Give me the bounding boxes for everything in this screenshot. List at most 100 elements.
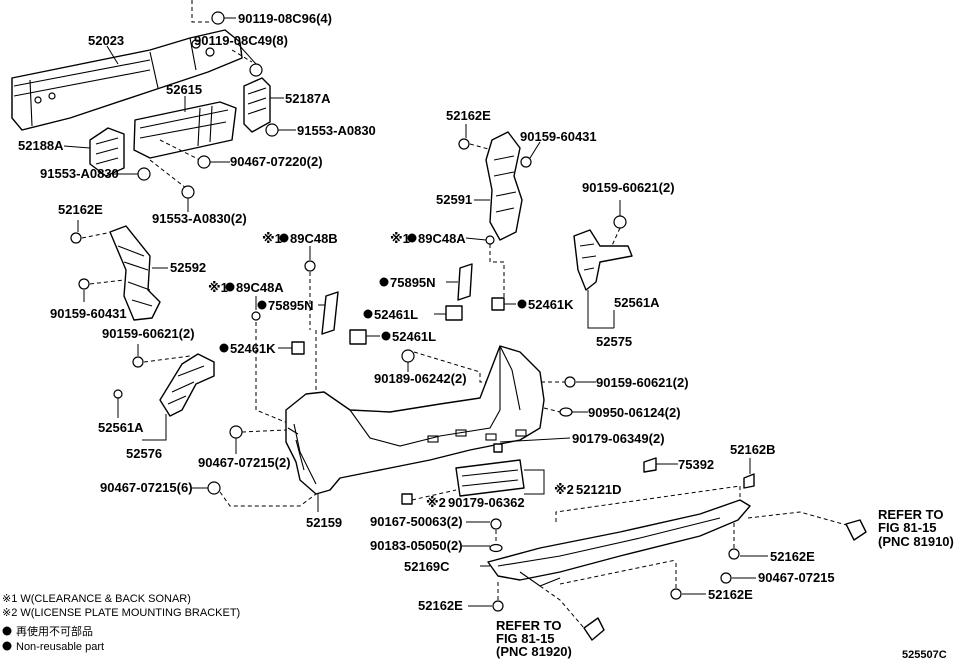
refer-right-line2: FIG 81-15 bbox=[878, 520, 937, 535]
label-90189-06242: 90189-06242(2) bbox=[374, 371, 467, 386]
nonreusable-dot-75895n-left bbox=[257, 300, 267, 310]
label-52461k-right: 52461K bbox=[528, 297, 574, 312]
label-90183-05050: 90183-05050(2) bbox=[370, 538, 463, 553]
label-91553-a0830-2: 91553-A0830(2) bbox=[152, 211, 247, 226]
rear-bumper-cover-52159 bbox=[285, 345, 545, 512]
label-90119-08c96: 90119-08C96(4) bbox=[238, 11, 332, 26]
label-90159-60621-left: 90159-60621(2) bbox=[102, 326, 195, 341]
rear-bumper-reinforcement-52023 bbox=[11, 29, 243, 131]
label-52187a: 52187A bbox=[285, 91, 331, 106]
nut-90189-06242 bbox=[401, 349, 570, 383]
nut-89c48a-top bbox=[465, 235, 505, 300]
label-52461k-left: 52461K bbox=[230, 341, 276, 356]
label-90467-07215-6: 90467-07215(6) bbox=[100, 480, 193, 495]
label-52162e-left: 52162E bbox=[58, 202, 103, 217]
bolt-90159-60431-top bbox=[520, 141, 541, 168]
energy-absorber-52615 bbox=[133, 96, 237, 159]
clip-52162e-low2 bbox=[670, 560, 706, 600]
legend-dot-en bbox=[2, 641, 12, 651]
label-52575: 52575 bbox=[596, 334, 632, 349]
legend: ※1 W(CLEARANCE & BACK SONAR) ※2 W(LICENS… bbox=[2, 593, 240, 653]
nut-89c48b bbox=[304, 246, 316, 330]
label-91553-a0830-right: 91553-A0830 bbox=[297, 123, 376, 138]
lower-bumper-cover-52169c bbox=[480, 485, 751, 587]
refer-right-line3: (PNC 81910) bbox=[878, 534, 954, 549]
nut-89c48a-left bbox=[251, 296, 291, 425]
label-52461l-mid: 52461L bbox=[392, 329, 436, 344]
bolt-90467-07215-6 bbox=[192, 481, 317, 507]
clip-52162e-low1 bbox=[728, 520, 768, 560]
label-91553-a0830-left: 91553-A0830 bbox=[40, 166, 119, 181]
bracket-52187a bbox=[243, 77, 284, 133]
label-52162e-low2: 52162E bbox=[708, 587, 753, 602]
bracket-52561a-left bbox=[142, 353, 215, 441]
label-52615: 52615 bbox=[166, 82, 202, 97]
label-90167-50063: 90167-50063(2) bbox=[370, 514, 463, 529]
label-90467-07215-2: 90467-07215(2) bbox=[198, 455, 291, 470]
bolt-90467-07215-single bbox=[720, 572, 756, 584]
label-90159-60621-right: 90159-60621(2) bbox=[582, 180, 675, 195]
label-52591: 52591 bbox=[436, 192, 472, 207]
label-52159: 52159 bbox=[306, 515, 342, 530]
note-mark-89c48a-left: ※1 bbox=[208, 280, 228, 295]
label-89c48a-top: 89C48A bbox=[418, 231, 466, 246]
label-52162e-top: 52162E bbox=[446, 108, 491, 123]
label-90159-60431-top: 90159-60431 bbox=[520, 129, 597, 144]
pad-75392 bbox=[643, 457, 678, 473]
pad-52461k-left bbox=[278, 341, 305, 355]
label-90159-60621-mid: 90159-60621(2) bbox=[596, 375, 689, 390]
reflector-bottom bbox=[539, 585, 605, 641]
license-plate-bracket-52121d bbox=[455, 459, 545, 497]
clip-52162b bbox=[743, 458, 755, 489]
bolt-90159-60621-right bbox=[609, 200, 627, 251]
label-90119-08c49: 90119-08C49(8) bbox=[194, 33, 288, 48]
nonreusable-dot-52461k-left bbox=[219, 343, 229, 353]
diagram-code: 525507C bbox=[902, 649, 947, 661]
legend-note1: ※1 W(CLEARANCE & BACK SONAR) bbox=[2, 593, 191, 605]
clip-52162e-left bbox=[70, 220, 113, 244]
label-52169c: 52169C bbox=[404, 559, 450, 574]
bracket-52561a-right bbox=[573, 229, 633, 329]
legend-nonreusable-en: Non-reusable part bbox=[16, 641, 104, 653]
label-52188a: 52188A bbox=[18, 138, 64, 153]
label-52121d: 52121D bbox=[576, 482, 622, 497]
refer-bottom-line2: FIG 81-15 bbox=[496, 631, 555, 646]
label-90950-06124: 90950-06124(2) bbox=[588, 405, 681, 420]
note-mark-89c48a-top: ※1 bbox=[390, 231, 410, 246]
nonreusable-dot-89c48a-top bbox=[407, 233, 417, 243]
bolt-91553-a0830-right bbox=[265, 123, 296, 137]
pad-52461l-top bbox=[434, 305, 463, 321]
pad-52461l-mid bbox=[349, 329, 380, 345]
bolt-90159-60621-mid bbox=[564, 376, 596, 388]
side-retainer-52592 bbox=[109, 225, 168, 321]
label-52576: 52576 bbox=[126, 446, 162, 461]
nonreusable-dot-52461k-right bbox=[517, 299, 527, 309]
bolt-91553-a0830-2 bbox=[149, 159, 195, 212]
label-89c48b: 89C48B bbox=[290, 231, 338, 246]
label-90467-07215-single: 90467-07215 bbox=[758, 570, 835, 585]
bolt-90467-07215-2 bbox=[229, 425, 287, 454]
label-52592: 52592 bbox=[170, 260, 206, 275]
bolt-90119-08c96 bbox=[191, 0, 236, 25]
label-52561a-left: 52561A bbox=[98, 420, 144, 435]
label-75895n-left: 75895N bbox=[268, 298, 314, 313]
nonreusable-dot-89c48b bbox=[279, 233, 289, 243]
label-90467-07220: 90467-07220(2) bbox=[230, 154, 323, 169]
legend-nonreusable-jp: 再使用不可部品 bbox=[16, 624, 93, 638]
refer-right-line1: REFER TO bbox=[878, 507, 944, 522]
reflector-right bbox=[747, 511, 867, 541]
label-52162e-low1: 52162E bbox=[770, 549, 815, 564]
label-75895n-right: 75895N bbox=[390, 275, 436, 290]
bolt-left-lower bbox=[113, 389, 123, 418]
screw-90179-06362 bbox=[401, 489, 457, 505]
label-90179-06349: 90179-06349(2) bbox=[572, 431, 665, 446]
label-52561a-right: 52561A bbox=[614, 295, 660, 310]
label-75392: 75392 bbox=[678, 457, 714, 472]
note-mark-90179-06362: ※2 bbox=[426, 495, 446, 510]
bolt-90159-60621-left bbox=[132, 344, 191, 368]
pad-52461k-right bbox=[491, 297, 516, 311]
screw-90179-06349 bbox=[493, 437, 571, 453]
label-52162e-bottom: 52162E bbox=[418, 598, 463, 613]
label-52162b: 52162B bbox=[730, 442, 776, 457]
